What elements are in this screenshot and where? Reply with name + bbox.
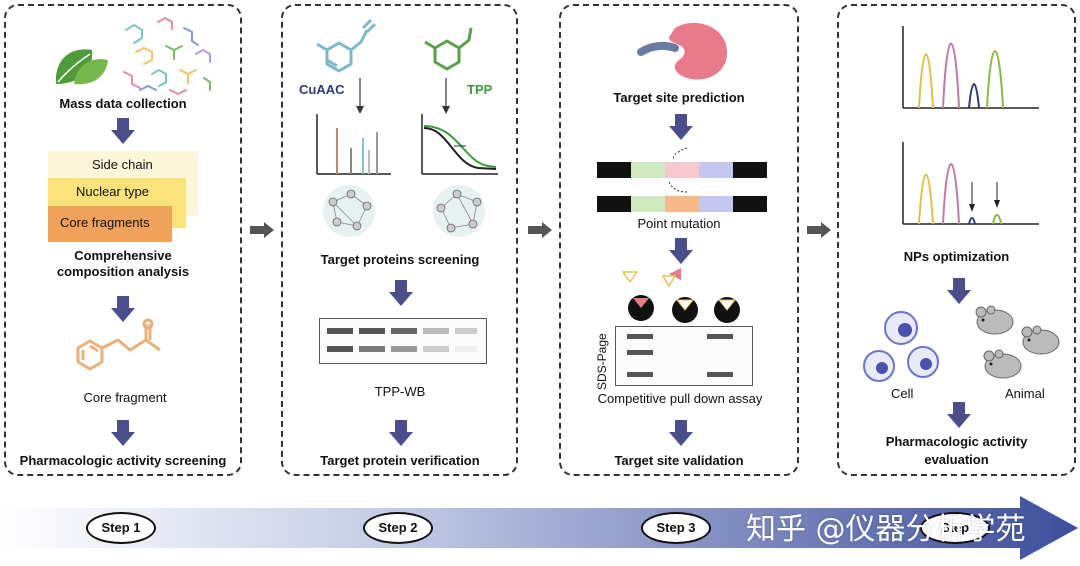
- cell-icon: [863, 311, 939, 382]
- native-molecule-icon: [424, 27, 473, 71]
- pharmacologic-evaluation-label-2: evaluation: [924, 452, 989, 467]
- thin-down-arrow-icon: [356, 78, 364, 114]
- western-blot-membrane: [319, 318, 487, 364]
- down-arrow-icon: [947, 402, 971, 428]
- panel-step-2: CuAAC TPP Target proteins screening TPP-…: [281, 4, 518, 476]
- gel-bands: [627, 334, 733, 377]
- leaf-icon: [55, 49, 108, 85]
- down-arrow-icon: [111, 420, 135, 446]
- mutation-dashed-arrow: [668, 147, 688, 193]
- sequence-bar-mutant: [597, 196, 767, 212]
- cuaac-label: CuAAC: [299, 82, 345, 97]
- step-progress-arrow: [0, 496, 1078, 560]
- comprehensive-analysis-label-1: Comprehensive: [74, 248, 172, 263]
- pull-down-assay-label: Competitive pull down assay: [597, 391, 763, 406]
- core-fragments-layer: [48, 206, 172, 242]
- protein-network-icon: [433, 185, 485, 237]
- down-arrow-icon: [111, 118, 135, 144]
- core-fragments-label: Core fragments: [60, 215, 150, 230]
- down-arrow-icon: [111, 296, 135, 322]
- animal-mouse-icon: [975, 305, 1060, 379]
- pharmacologic-evaluation-label-1: Pharmacologic activity: [885, 434, 1028, 449]
- comprehensive-analysis-label-2: composition analysis: [56, 264, 190, 279]
- step-3-badge: Step 3: [641, 512, 711, 544]
- core-fragment-label: Core fragment: [83, 390, 167, 405]
- sds-page-label-svg: SDS-Page: [595, 333, 609, 390]
- pharmacologic-screening-label: Pharmacologic activity screening: [19, 453, 227, 468]
- target-site-prediction-label: Target site prediction: [613, 90, 745, 105]
- tpp-wb-label: TPP-WB: [374, 384, 426, 399]
- thin-down-arrow-icon: [442, 78, 450, 114]
- down-arrow-icon: [669, 238, 693, 264]
- panel-step-3: Target site prediction Point mutation SD…: [559, 4, 799, 476]
- cell-label: Cell: [891, 386, 914, 401]
- watermark: 知乎 @仪器分析学苑: [746, 512, 1026, 547]
- step-4-badge: Step: [920, 512, 990, 544]
- step-2-badge: Step 2: [363, 512, 433, 544]
- core-fragment-molecule-icon: [76, 318, 161, 371]
- nuclear-type-label: Nuclear type: [76, 184, 149, 199]
- panel-connector-arrow: [807, 222, 831, 238]
- tpp-label: TPP: [467, 82, 493, 97]
- down-arrow-icon: [389, 280, 413, 306]
- nps-optimization-label: NPs optimization: [903, 249, 1010, 264]
- panel-connector-arrow: [250, 222, 274, 238]
- optimized-chromatogram-icon: [902, 142, 1039, 225]
- receptor-binding-icon: [637, 22, 728, 80]
- side-chain-label: Side chain: [92, 157, 153, 172]
- down-arrow-icon: [669, 114, 693, 140]
- panel-connector-arrow: [528, 222, 552, 238]
- point-mutation-label: Point mutation: [637, 216, 721, 231]
- panel-step-1: Mass data collection Side chain Nuclear …: [4, 4, 242, 476]
- sds-page-label: SDS-Page: [595, 333, 609, 390]
- animal-label: Animal: [1005, 386, 1045, 401]
- target-site-validation-label: Target site validation: [614, 453, 744, 468]
- molecule-cluster-icon: [123, 16, 211, 96]
- sequence-bar-wild-type: [597, 162, 767, 178]
- down-arrow-icon: [669, 420, 693, 446]
- panel-step-4: NPs optimization Cell Animal Pharmacolog…: [837, 4, 1076, 476]
- down-arrow-icon: [947, 278, 971, 304]
- competitive-binding-icons: [621, 268, 740, 323]
- mass-spectrum-icon: [316, 114, 391, 175]
- alkyne-probe-molecule-icon: [316, 18, 377, 73]
- target-screening-label: Target proteins screening: [320, 252, 480, 267]
- protein-network-icon: [323, 185, 375, 237]
- western-blot-bands: [327, 328, 477, 352]
- down-arrow-icon: [389, 420, 413, 446]
- step-1-badge: Step 1: [86, 512, 156, 544]
- chromatogram-icon: [902, 26, 1039, 109]
- mass-data-collection-label: Mass data collection: [59, 96, 187, 111]
- target-verification-label: Target protein verification: [320, 453, 480, 468]
- melting-curve-icon: [421, 114, 498, 175]
